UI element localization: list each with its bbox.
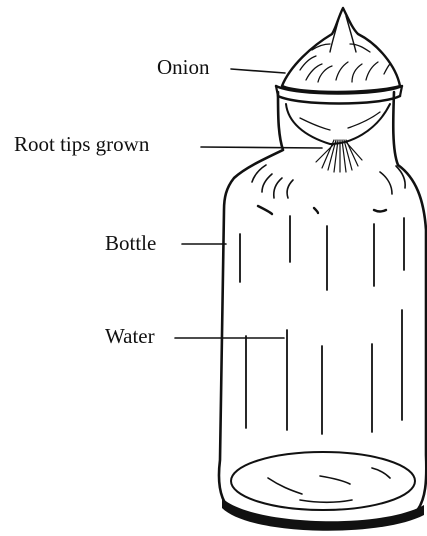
leader-root-tips	[201, 147, 322, 148]
root-tips	[316, 140, 362, 172]
leader-onion	[231, 69, 285, 73]
label-root-tips: Root tips grown	[14, 134, 149, 155]
water-lines	[240, 216, 404, 434]
onion-bulb	[282, 8, 400, 92]
bottle-base	[231, 452, 415, 510]
label-bottle: Bottle	[105, 233, 156, 254]
label-water: Water	[105, 326, 155, 347]
label-onion: Onion	[157, 57, 210, 78]
bottle-outline	[219, 92, 426, 526]
